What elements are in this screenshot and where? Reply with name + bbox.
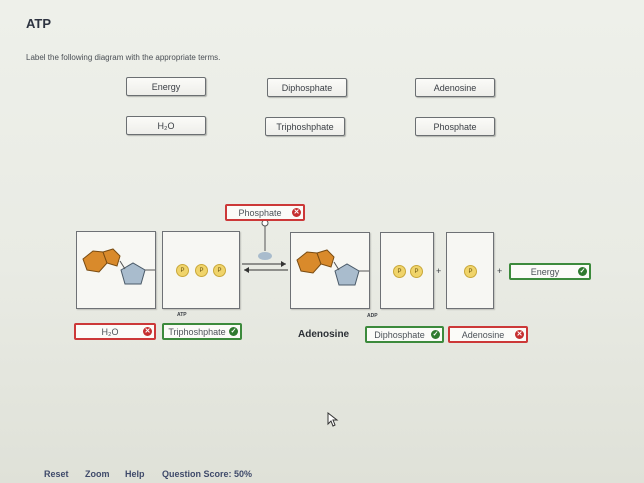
help-button[interactable]: Help xyxy=(125,469,145,479)
phosphate-dot: P xyxy=(195,264,208,277)
phosphate-dot: P xyxy=(213,264,226,277)
answer-label: Phosphate xyxy=(238,207,282,218)
incorrect-icon: ✕ xyxy=(143,327,152,336)
phosphate-dot: P xyxy=(176,264,189,277)
adp-diphosphate-box[interactable]: P P xyxy=(380,232,434,309)
page-title: ATP xyxy=(26,16,52,31)
adenosine-molecule-icon xyxy=(296,249,369,286)
question-score: Question Score: 50% xyxy=(162,469,253,479)
adenosine-molecule-icon xyxy=(82,248,155,285)
plus-sign: + xyxy=(497,266,503,276)
equilibrium-arrows-icon xyxy=(242,261,288,273)
answer-label: Diphosphate xyxy=(374,329,425,340)
answer-label: H₂O xyxy=(101,326,119,337)
phosphate-dot: P xyxy=(464,265,477,278)
zoom-button[interactable]: Zoom xyxy=(85,469,110,479)
adenosine-label: Adenosine xyxy=(298,329,350,340)
answer-phosphate[interactable]: Phosphate ✕ xyxy=(225,204,305,221)
phosphate-dot: P xyxy=(393,265,406,278)
atp-triphosphate-box[interactable]: P P P xyxy=(162,231,240,309)
free-phosphate-box[interactable]: P xyxy=(446,232,494,309)
phosphate-dot: P xyxy=(410,265,423,278)
mouse-pointer-icon xyxy=(327,412,339,427)
term-adenosine[interactable]: Adenosine xyxy=(415,78,495,97)
instruction-text: Label the following diagram with the app… xyxy=(26,53,221,62)
correct-icon: ✓ xyxy=(229,327,238,336)
term-phosphate[interactable]: Phosphate xyxy=(415,117,495,136)
answer-label: Energy xyxy=(530,266,560,277)
incorrect-icon: ✕ xyxy=(515,330,524,339)
answer-diphosphate[interactable]: Diphosphate ✓ xyxy=(365,326,444,343)
atp-label: ATP xyxy=(177,312,187,318)
answer-triphosphate[interactable]: Triphoshphate ✓ xyxy=(162,323,242,340)
answer-energy[interactable]: Energy ✓ xyxy=(509,263,591,280)
term-diphosphate[interactable]: Diphosphate xyxy=(267,78,347,97)
plus-sign: + xyxy=(436,266,442,276)
answer-adenosine[interactable]: Adenosine ✕ xyxy=(448,326,528,343)
answer-label: Triphoshphate xyxy=(168,326,226,337)
term-triphosphate[interactable]: Triphoshphate xyxy=(265,117,345,136)
adp-adenosine-box[interactable] xyxy=(290,232,370,309)
term-energy[interactable]: Energy xyxy=(126,77,206,96)
incorrect-icon: ✕ xyxy=(292,208,301,217)
correct-icon: ✓ xyxy=(578,267,587,276)
correct-icon: ✓ xyxy=(431,330,440,339)
term-h2o[interactable]: H₂O xyxy=(126,116,206,135)
label-pin-icon xyxy=(258,219,272,260)
reset-button[interactable]: Reset xyxy=(44,469,69,479)
atp-adenosine-box[interactable] xyxy=(76,231,156,309)
adp-label: ADP xyxy=(367,313,378,319)
answer-h2o[interactable]: H₂O ✕ xyxy=(74,323,156,340)
answer-label: Adenosine xyxy=(461,329,505,340)
